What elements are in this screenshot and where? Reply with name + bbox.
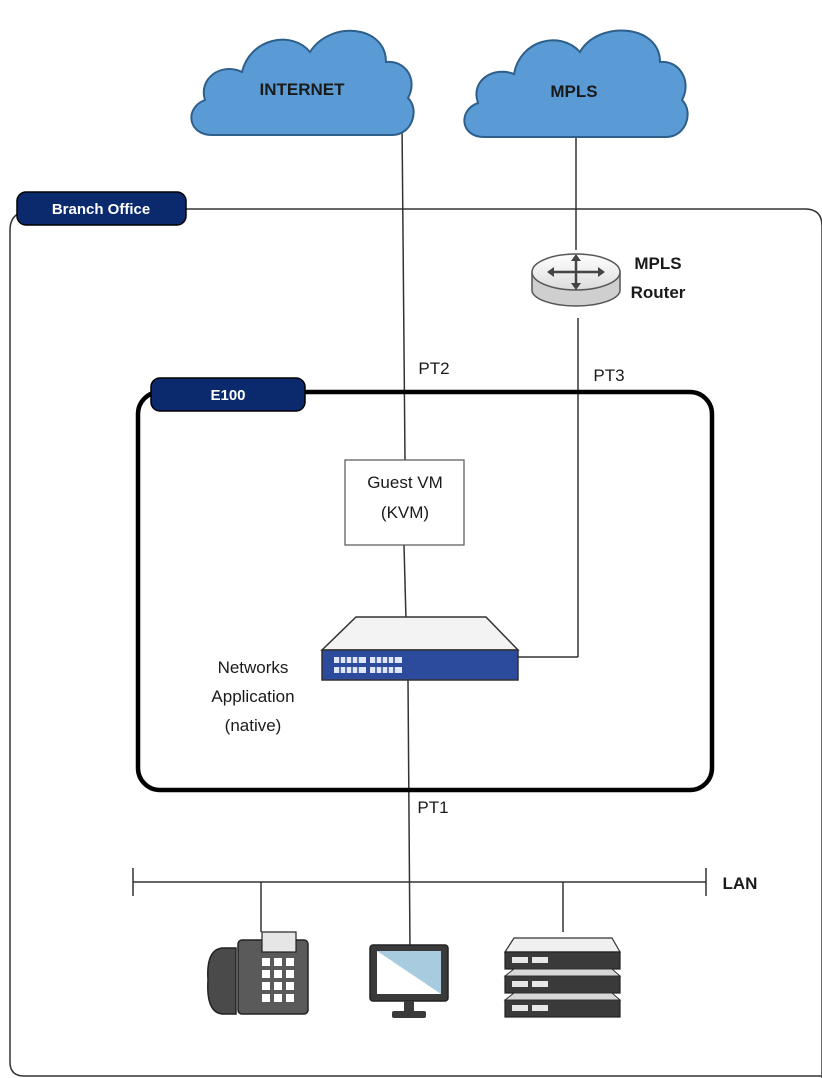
connection-lines (132, 121, 707, 951)
mpls-router-label-line2: Router (631, 283, 686, 302)
guest-vm-label-line1: Guest VM (367, 473, 443, 492)
internet-label: INTERNET (260, 80, 346, 99)
guest-vm-to-appliance-link (403, 544, 407, 621)
monitor-icon (369, 944, 449, 1018)
internet-link (401, 121, 406, 461)
ip-phone-icon (207, 931, 309, 1015)
e100-box: E100 (135, 377, 715, 793)
mpls-router-label-line1: MPLS (634, 254, 681, 273)
router-icon (531, 253, 621, 307)
mpls-cloud: MPLS (463, 29, 689, 138)
pt2-label: PT2 (418, 359, 449, 378)
cloud-icon (190, 29, 415, 136)
mpls-cloud-label: MPLS (550, 82, 597, 101)
lan-label: LAN (723, 874, 758, 893)
server-stack-icon (503, 937, 622, 1018)
network-appliance-icon (320, 616, 520, 681)
cloud-icon (463, 29, 689, 138)
guest-vm-box: Guest VM (KVM) (344, 459, 465, 546)
internet-cloud: INTERNET (190, 29, 415, 136)
e100-label: E100 (210, 387, 245, 404)
e100-tag (150, 377, 306, 412)
network-app-label-line2: Application (211, 687, 294, 706)
appliance-to-lan-link (407, 679, 411, 951)
network-app-label-line3: (native) (225, 716, 282, 735)
branch-office-label: Branch Office (52, 201, 150, 218)
pt1-label: PT1 (417, 798, 448, 817)
mpls-router: MPLS Router (531, 253, 686, 307)
network-app-label-line1: Networks (218, 658, 289, 677)
guest-vm-label-line2: (KVM) (381, 503, 429, 522)
pt3-label: PT3 (593, 366, 624, 385)
network-appliance: Networks Application (native) (211, 616, 520, 735)
branch-office-tag: Branch Office (16, 191, 187, 226)
